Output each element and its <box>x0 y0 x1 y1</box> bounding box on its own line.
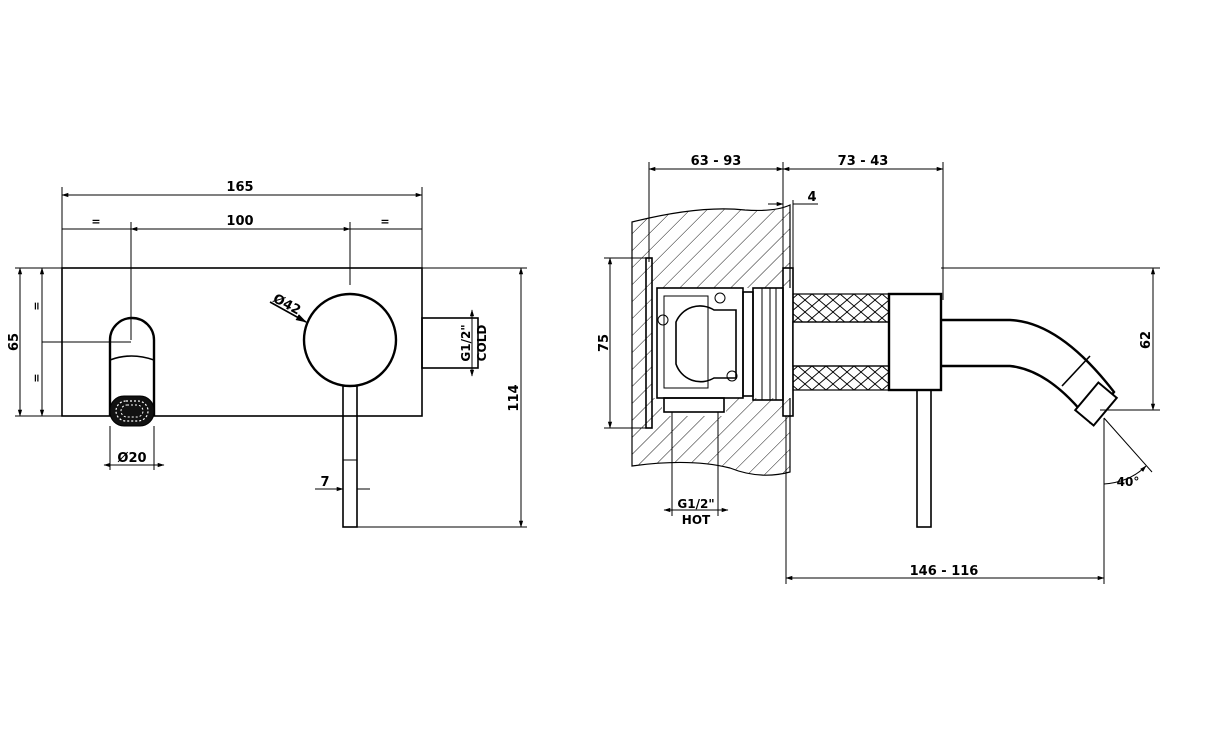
hot-thread-label: G1/2" <box>677 497 714 511</box>
dim-spout-reach: 146 - 116 <box>910 564 979 579</box>
dim-plate-height: 65 <box>7 333 22 351</box>
dim-overall-height: 114 <box>507 384 522 411</box>
lever-side <box>916 389 932 528</box>
dim-angle: 40° <box>1117 475 1140 489</box>
equal-mark-lower: = <box>30 373 43 382</box>
mixer-body-side <box>887 292 943 392</box>
handle-front <box>302 292 398 388</box>
aerator <box>109 395 155 427</box>
spout-front <box>108 316 156 416</box>
side-view: 63 - 93 73 - 43 4 75 <box>597 154 1160 584</box>
dim-handle-diameter: Ø42 <box>270 291 303 318</box>
dim-plate-thickness: 4 <box>807 190 816 205</box>
dim-overall-width: 165 <box>226 180 253 195</box>
cold-thread-label: G1/2" <box>459 324 473 361</box>
dim-projection: 73 - 43 <box>838 154 889 169</box>
equal-mark-left: = <box>91 215 100 228</box>
equal-mark-right: = <box>380 215 389 228</box>
cold-label: COLD <box>475 325 489 362</box>
cold-connector <box>421 317 479 369</box>
lever-front <box>342 385 358 528</box>
front-view: 165 100 = = 65 = = Ø20 Ø42 <box>7 180 527 528</box>
dim-wall-depth: 63 - 93 <box>691 154 742 169</box>
dim-body-height: 75 <box>597 334 612 352</box>
equal-mark-upper: = <box>30 301 43 310</box>
hot-label: HOT <box>682 513 711 527</box>
dim-center-distance: 100 <box>226 214 253 229</box>
spout-side <box>941 318 1116 424</box>
dim-lever-width: 7 <box>320 475 329 490</box>
dim-spout-height: 62 <box>1139 331 1154 349</box>
concealed-body <box>645 257 784 429</box>
dim-spout-diameter: Ø20 <box>117 451 146 466</box>
